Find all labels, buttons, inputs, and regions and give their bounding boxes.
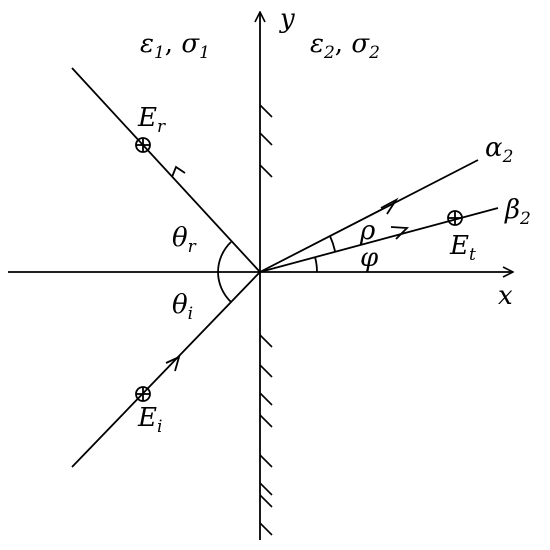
theta-r-arc [217, 241, 232, 273]
medium-1-label: ε1, σ1 [140, 29, 210, 63]
incident-ray [71, 271, 261, 468]
rho-label: ρ [359, 216, 376, 246]
Er-field-symbol-icon [135, 137, 151, 153]
Et-field-symbol-icon [447, 210, 463, 226]
hatch-mark [259, 454, 273, 468]
x-axis-label: x [498, 281, 513, 311]
rho-arc [329, 235, 336, 252]
incident-arrowhead [165, 355, 181, 372]
hatch-mark [259, 132, 273, 146]
hatch-mark [259, 392, 273, 406]
hatch-mark [259, 414, 273, 428]
reflected-ray [71, 67, 261, 273]
theta-i-arc [217, 271, 232, 303]
hatch-mark [259, 334, 273, 348]
phi-label: φ [360, 243, 379, 273]
hatch-mark [259, 164, 273, 178]
y-axis-label: y [279, 4, 295, 34]
Er-label: Er [137, 103, 166, 137]
medium-2-label: ε2, σ2 [310, 29, 380, 63]
theta-r-label: θr [172, 223, 197, 257]
reflected-arrowhead [171, 165, 186, 178]
alpha-plane-ray [259, 159, 479, 273]
phi-arc [314, 256, 318, 273]
alpha-2-label: α2 [485, 133, 513, 167]
Ei-label: Ei [137, 403, 162, 437]
hatch-mark [259, 522, 273, 536]
hatch-mark [259, 494, 273, 508]
beta-2-label: β2 [504, 195, 531, 229]
Et-label: Et [449, 231, 476, 265]
transmitted-arrowhead [390, 226, 410, 240]
hatch-mark [259, 104, 273, 118]
hatch-mark [259, 482, 273, 496]
theta-i-label: θi [172, 290, 193, 324]
hatch-mark [259, 364, 273, 378]
alpha-arrowhead [380, 197, 399, 215]
Ei-field-symbol-icon [135, 386, 151, 402]
boundary-hatching [259, 104, 273, 536]
